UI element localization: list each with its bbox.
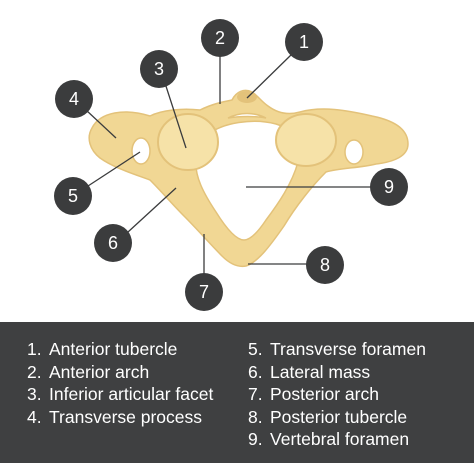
- callout-2-number: 2: [215, 28, 225, 48]
- legend-item-label: Transverse process: [49, 406, 203, 427]
- callout-1: 1: [285, 23, 323, 61]
- legend-item-number: 8.: [248, 406, 263, 427]
- legend-item: 2. Anterior arch: [27, 361, 242, 384]
- leader-line-6: [127, 187, 177, 233]
- callout-2: 2: [201, 19, 239, 57]
- legend-item: 6. Lateral mass: [248, 361, 468, 384]
- legend-item-number: 3.: [27, 384, 42, 404]
- callout-8-number: 8: [320, 255, 330, 275]
- legend-item-number: 2.: [27, 361, 42, 382]
- callout-3-number: 3: [154, 59, 164, 79]
- callout-9: 9: [370, 168, 408, 206]
- callout-6: 6: [94, 224, 132, 262]
- callout-8: 8: [306, 246, 344, 284]
- legend-item-number: 6.: [248, 361, 263, 382]
- legend-item-label: Anterior arch: [49, 361, 150, 382]
- callout-4-number: 4: [69, 89, 79, 109]
- anterior-arch-gap: [227, 112, 267, 119]
- legend-item: 7. Posterior arch: [248, 383, 468, 406]
- atlas-vertebra-diagram: 1 2 3 4 5 6 7 8 9: [54, 19, 409, 311]
- anterior-tubercle-bump: [237, 91, 257, 103]
- transverse-foramen-left: [131, 137, 151, 165]
- leader-line-1: [246, 53, 293, 99]
- leader-line-5: [87, 151, 141, 187]
- legend-column-left: 1. Anterior tubercle 2. Anterior arch 3. In…: [27, 338, 242, 428]
- legend-item-label: Anterior tubercle: [49, 339, 178, 359]
- legend-item: 1. Anterior tubercle: [27, 338, 242, 361]
- legend-item: 8. Posterior tubercle: [248, 406, 468, 429]
- callout-3: 3: [140, 50, 178, 88]
- callout-5-number: 5: [68, 186, 78, 206]
- legend-item-number: 7.: [248, 384, 263, 404]
- legend-item-number: 9.: [248, 429, 263, 449]
- legend-item: 4. Transverse process: [27, 406, 242, 429]
- legend-item-label: Lateral mass: [270, 361, 371, 382]
- callout-6-number: 6: [108, 233, 118, 253]
- legend-item-label: Inferior articular facet: [49, 384, 214, 404]
- legend-item-number: 1.: [27, 339, 42, 359]
- callout-4: 4: [55, 80, 93, 118]
- legend-item-number: 5.: [248, 339, 263, 359]
- legend-item-label: Vertebral foramen: [270, 429, 410, 449]
- callout-7: 7: [185, 273, 223, 311]
- leader-lines: [85, 50, 372, 276]
- callout-9-number: 9: [384, 177, 394, 197]
- callout-5: 5: [54, 177, 92, 215]
- legend-column-right: 5. Transverse foramen 6. Lateral mass 7. Po…: [248, 338, 468, 451]
- callout-1-number: 1: [299, 32, 309, 52]
- transverse-foramen-right: [344, 139, 364, 165]
- leader-line-4: [85, 109, 117, 139]
- legend-item: 9. Vertebral foramen: [248, 428, 468, 451]
- legend-item-label: Posterior arch: [270, 384, 379, 404]
- legend-item: 5. Transverse foramen: [248, 338, 468, 361]
- inferior-articular-facet-right: [275, 113, 337, 167]
- legend-panel: 1. Anterior tubercle 2. Anterior arch 3. In…: [0, 322, 474, 463]
- callout-7-number: 7: [199, 282, 209, 302]
- legend-item: 3. Inferior articular facet: [27, 383, 242, 406]
- inferior-articular-facet-left: [157, 113, 219, 171]
- legend-item-label: Posterior tubercle: [270, 406, 408, 427]
- legend-item-label: Transverse foramen: [270, 339, 426, 359]
- legend-item-number: 4.: [27, 406, 42, 427]
- leader-line-3: [163, 79, 187, 149]
